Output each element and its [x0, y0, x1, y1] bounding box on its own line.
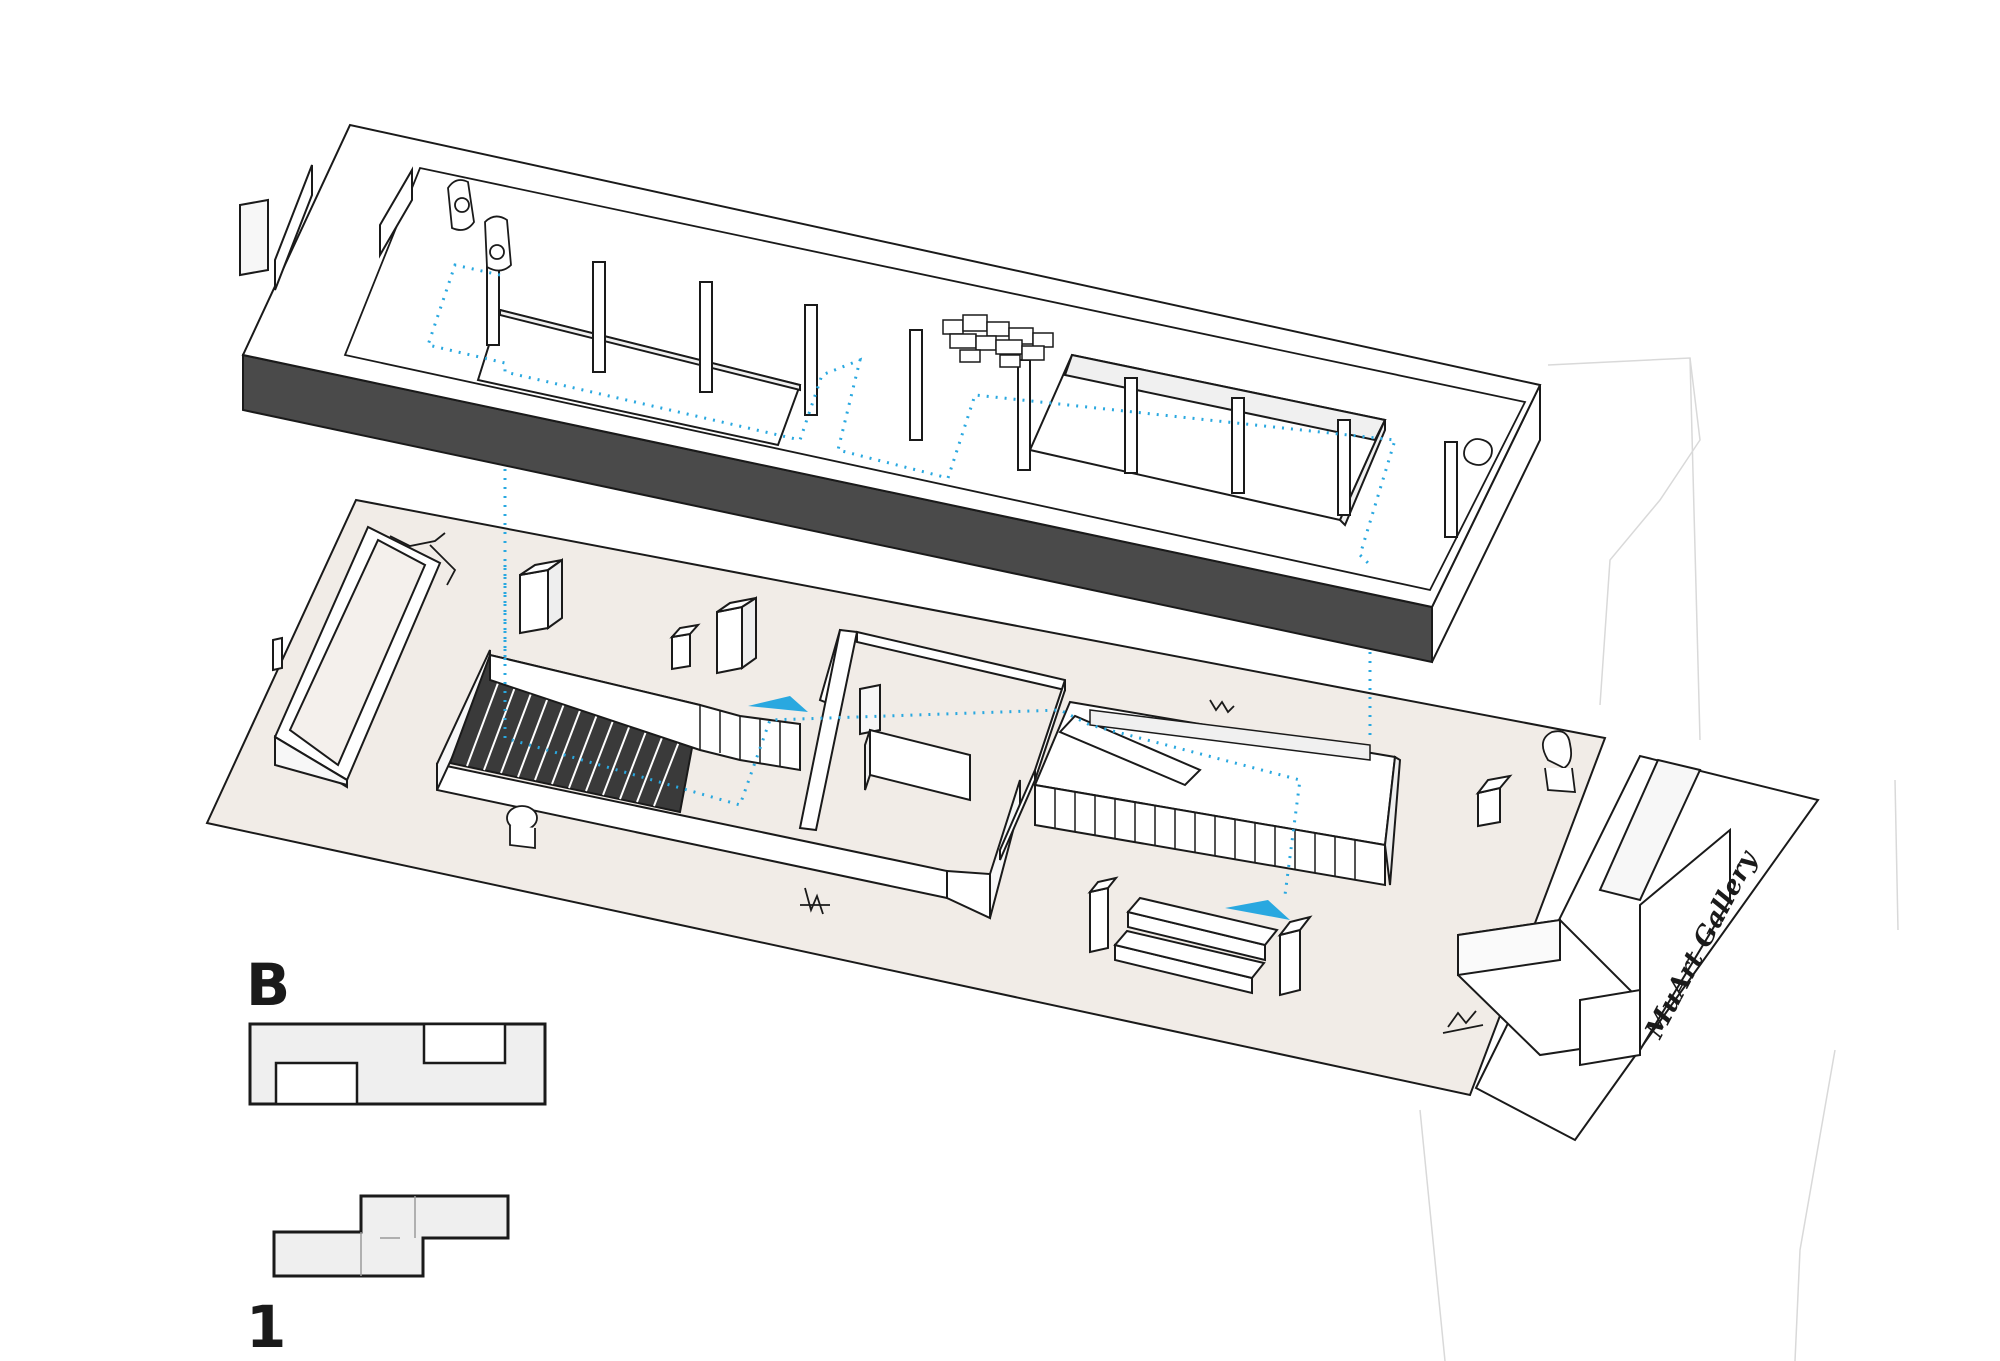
right-room — [1033, 700, 1402, 887]
arrow-triangle-icon — [748, 696, 1290, 920]
upper-level-label: B — [246, 951, 291, 1019]
ground-level-label: 1 — [246, 1293, 287, 1361]
benches — [1113, 896, 1279, 995]
plinth — [1089, 886, 1109, 954]
upper-level-slab — [239, 123, 1542, 664]
display-plinths — [272, 558, 1513, 997]
left-long-room-walls — [274, 735, 348, 787]
key-plan-ground — [272, 1194, 510, 1278]
upper-right-room — [1028, 353, 1387, 527]
hanging-artwork — [942, 314, 1054, 368]
plinth — [1279, 928, 1301, 997]
sculpture-icon — [389, 532, 1577, 1034]
plinth — [1477, 786, 1501, 828]
key-plan-upper — [248, 1022, 547, 1106]
central-room — [798, 628, 1066, 861]
entrance-pavilion — [1457, 754, 1820, 1142]
staircase — [448, 653, 801, 814]
plinth — [519, 568, 549, 635]
plinth — [716, 605, 743, 675]
plinth — [671, 632, 691, 671]
site-context-lines — [1419, 357, 1899, 1361]
vertical-connectors — [503, 370, 1372, 735]
sculpture-icon — [447, 179, 1493, 466]
plinth — [272, 636, 283, 672]
upper-columns — [486, 244, 1458, 538]
ground-level-plate: MuArt Gallery — [205, 498, 1820, 1142]
